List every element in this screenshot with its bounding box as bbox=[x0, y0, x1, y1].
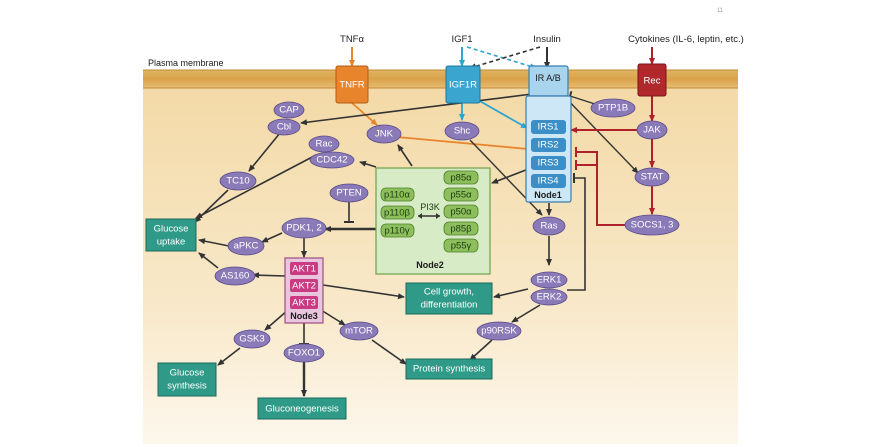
receptor-igf1r: IGF1R bbox=[445, 65, 481, 104]
oval-ras: Ras bbox=[532, 216, 566, 236]
receptor-igf1r-label: IGF1R bbox=[449, 80, 477, 91]
svg-text:mTOR: mTOR bbox=[345, 326, 373, 337]
receptor-ir-label: IR A/B bbox=[535, 73, 561, 83]
oval-pdk: PDK1, 2 bbox=[281, 217, 327, 239]
svg-text:TC10: TC10 bbox=[226, 176, 249, 187]
oval-p90rsk: p90RSK bbox=[476, 321, 522, 341]
receptor-tnfr: TNFR bbox=[335, 65, 369, 104]
irs2: IRS2 bbox=[537, 140, 558, 151]
node3-label: Node3 bbox=[290, 311, 318, 321]
oval-apkc: aPKC bbox=[227, 236, 265, 256]
protein-ovals: CAP Cbl JNK Shc PTP1B Rac CDC42 TC10 bbox=[214, 98, 680, 363]
ligand-insulin: Insulin bbox=[533, 34, 560, 45]
outcome-cell-growth: Cell growth, differentiation bbox=[405, 282, 493, 315]
node1-irs-group: IRS1 IRS2 IRS3 IRS4 Node1 bbox=[525, 95, 572, 203]
svg-text:ERK2: ERK2 bbox=[537, 292, 562, 303]
irs3: IRS3 bbox=[537, 158, 558, 169]
outcome-glucose-uptake: Glucose uptake bbox=[145, 218, 197, 252]
svg-text:Glucose: Glucose bbox=[154, 224, 189, 235]
svg-text:FOXO1: FOXO1 bbox=[288, 348, 320, 359]
p110-beta: p110β bbox=[384, 208, 410, 219]
oval-rac: Rac bbox=[308, 135, 340, 153]
svg-text:JNK: JNK bbox=[375, 129, 394, 140]
p85-beta: p85β bbox=[450, 224, 472, 235]
svg-text:aPKC: aPKC bbox=[234, 241, 259, 252]
outcome-gluconeogenesis: Gluconeogenesis bbox=[257, 397, 347, 420]
p110-alpha: p110α bbox=[384, 190, 410, 201]
svg-text:Shc: Shc bbox=[454, 126, 471, 137]
membrane-label: Plasma membrane bbox=[148, 58, 224, 68]
receptor-rec-label: Rec bbox=[644, 76, 661, 87]
plasma-membrane bbox=[143, 70, 738, 88]
svg-text:JAK: JAK bbox=[643, 125, 661, 136]
oval-cbl: Cbl bbox=[267, 118, 301, 136]
oval-gsk3: GSK3 bbox=[233, 329, 271, 349]
p55-alpha: p55α bbox=[450, 190, 472, 201]
oval-tc10: TC10 bbox=[219, 171, 257, 191]
oval-cap: CAP bbox=[273, 101, 305, 119]
node2-pi3k-group: p110α p110β p110γ PI3K p85α p55α p50α p8… bbox=[375, 167, 491, 275]
svg-text:uptake: uptake bbox=[157, 237, 186, 248]
svg-text:Rac: Rac bbox=[316, 139, 333, 150]
receptor-ir: IR A/B bbox=[528, 65, 569, 97]
pi3k-label: PI3K bbox=[420, 202, 440, 212]
oval-erk2: ERK2 bbox=[530, 288, 568, 306]
svg-text:Protein synthesis: Protein synthesis bbox=[413, 364, 486, 375]
svg-text:CAP: CAP bbox=[279, 105, 299, 116]
svg-text:GSK3: GSK3 bbox=[239, 334, 264, 345]
akt2: AKT2 bbox=[292, 281, 316, 292]
outcome-protein-synthesis: Protein synthesis bbox=[405, 358, 493, 380]
oval-shc: Shc bbox=[444, 121, 480, 141]
irs1: IRS1 bbox=[537, 122, 558, 133]
oval-stat: STAT bbox=[634, 167, 670, 187]
page-number: 11 bbox=[717, 8, 724, 14]
receptor-tnfr-label: TNFR bbox=[339, 80, 364, 91]
svg-text:PDK1, 2: PDK1, 2 bbox=[286, 223, 321, 234]
svg-text:STAT: STAT bbox=[641, 172, 664, 183]
svg-text:Cell growth,: Cell growth, bbox=[424, 287, 474, 298]
oval-pten: PTEN bbox=[329, 183, 369, 203]
oval-socs: SOCS1, 3 bbox=[624, 214, 680, 236]
ligand-cytokines: Cytokines (IL-6, leptin, etc.) bbox=[628, 34, 744, 45]
svg-text:PTP1B: PTP1B bbox=[598, 103, 628, 114]
ligand-igf1: IGF1 bbox=[451, 34, 472, 45]
svg-text:ERK1: ERK1 bbox=[537, 275, 562, 286]
svg-text:Cbl: Cbl bbox=[277, 122, 291, 133]
svg-text:Glucose: Glucose bbox=[170, 368, 205, 379]
svg-text:PTEN: PTEN bbox=[336, 188, 361, 199]
oval-mtor: mTOR bbox=[339, 321, 379, 341]
svg-text:synthesis: synthesis bbox=[167, 381, 207, 392]
p50-alpha: p50α bbox=[450, 207, 472, 218]
svg-text:AS160: AS160 bbox=[221, 271, 250, 282]
node2-label: Node2 bbox=[416, 260, 444, 270]
node1-label: Node1 bbox=[534, 190, 562, 200]
svg-text:CDC42: CDC42 bbox=[316, 155, 347, 166]
outcome-glucose-synthesis: Glucose synthesis bbox=[157, 362, 217, 397]
irs4: IRS4 bbox=[537, 176, 558, 187]
akt3: AKT3 bbox=[292, 298, 316, 309]
receptor-rec: Rec bbox=[637, 63, 667, 97]
oval-jak: JAK bbox=[636, 120, 668, 140]
svg-text:p90RSK: p90RSK bbox=[481, 326, 517, 337]
oval-foxo1: FOXO1 bbox=[283, 343, 325, 363]
node3-akt-group: AKT1 AKT2 AKT3 Node3 bbox=[284, 257, 324, 324]
oval-ptp1b: PTP1B bbox=[590, 98, 636, 118]
oval-as160: AS160 bbox=[214, 266, 256, 286]
oval-jnk: JNK bbox=[366, 124, 402, 144]
svg-text:Gluconeogenesis: Gluconeogenesis bbox=[265, 404, 339, 415]
akt1: AKT1 bbox=[292, 264, 316, 275]
oval-cdc42: CDC42 bbox=[309, 151, 355, 169]
svg-text:differentiation: differentiation bbox=[421, 300, 478, 311]
ligand-tnf: TNFα bbox=[340, 34, 364, 45]
p85-alpha: p85α bbox=[450, 173, 472, 184]
p55-gamma: p55γ bbox=[451, 241, 472, 252]
p110-gamma: p110γ bbox=[384, 226, 409, 237]
svg-text:Ras: Ras bbox=[541, 221, 558, 232]
svg-text:SOCS1, 3: SOCS1, 3 bbox=[631, 220, 674, 231]
arrows bbox=[194, 46, 655, 397]
oval-erk1: ERK1 bbox=[530, 271, 568, 289]
